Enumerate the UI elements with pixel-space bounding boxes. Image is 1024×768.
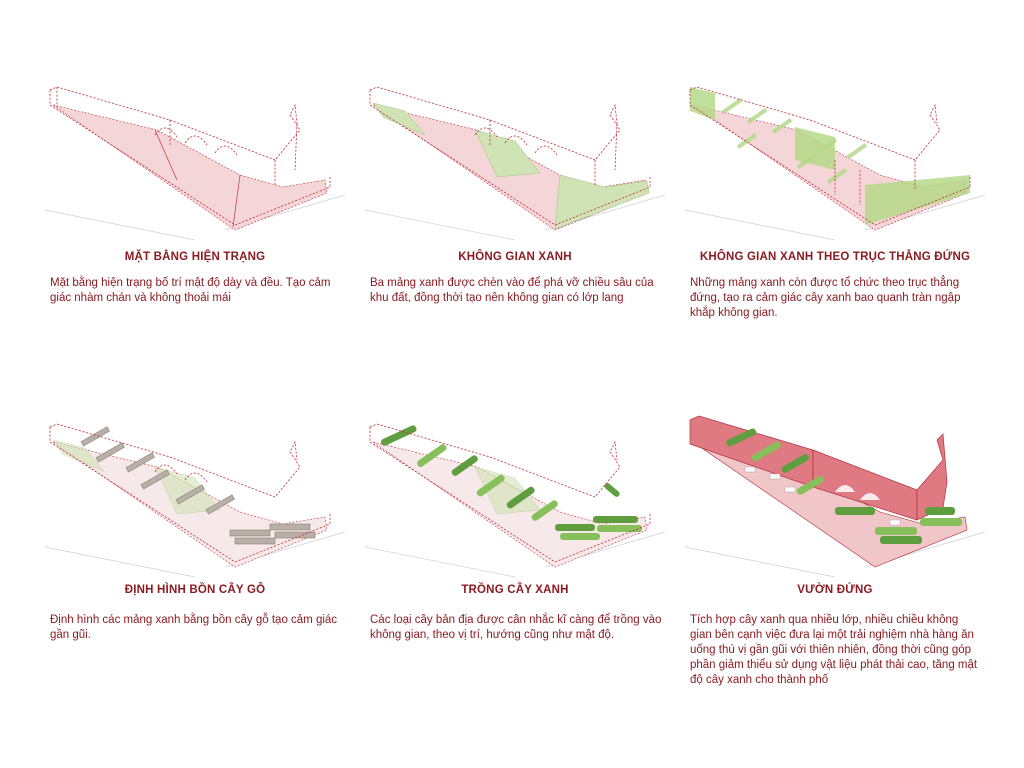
panel-vertical-garden: VƯỜN ĐỨNG Tích hợp cây xanh qua nhiều lớ… [684,412,986,712]
panel-title: MẶT BẰNG HIỆN TRẠNG [124,251,266,263]
diagram-planting [364,423,666,578]
panel-title: KHÔNG GIAN XANH [458,251,572,263]
panel-existing-plan: MẶT BẰNG HIỆN TRẠNG Mặt bằng hiện trạng … [44,75,346,375]
panel-description: Ba mảng xanh được chèn vào để phá vỡ chi… [370,277,654,304]
panel-wooden-planters: ĐỊNH HÌNH BỒN CÂY GỖ Định hình các mảng … [44,412,346,712]
panel-description: Những mảng xanh còn được tổ chức theo tr… [690,277,961,319]
panel-description: Tích hợp cây xanh qua nhiều lớp, nhiều c… [690,614,978,686]
panel-green-space: KHÔNG GIAN XANH Ba mảng xanh được chèn v… [364,75,666,375]
panel-description: Mặt bằng hiện trạng bố trí mật độ dày và… [50,277,331,304]
diagram-vertical-garden [684,415,986,578]
panel-vertical-green: KHÔNG GIAN XANH THEO TRỤC THẲNG ĐỨNG Nhữ… [684,75,986,375]
panel-title: TRỒNG CÂY XANH [461,584,569,596]
panel-planting: TRỒNG CÂY XANH Các loại cây bản địa được… [364,412,666,712]
panel-description: Các loại cây bản địa được cân nhắc kĩ cà… [370,614,662,641]
panel-title: KHÔNG GIAN XANH THEO TRỤC THẲNG ĐỨNG [699,251,971,263]
panel-title: VƯỜN ĐỨNG [797,584,873,596]
diagram-existing-plan [44,86,346,241]
diagram-vertical-green [684,86,986,241]
panel-description: Định hình các mảng xanh bằng bồn cây gỗ … [50,614,338,641]
diagram-wooden-planters [44,423,346,578]
diagram-green-space [364,86,666,241]
panel-title: ĐỊNH HÌNH BỒN CÂY GỖ [124,584,266,596]
